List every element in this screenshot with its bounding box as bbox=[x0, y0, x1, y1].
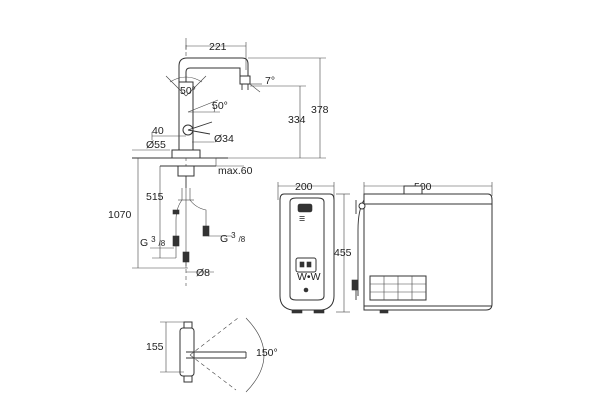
unit-side-view: 500 bbox=[351, 181, 493, 314]
dim-spout-reach: 221 bbox=[209, 41, 227, 53]
dim-front-width: 200 bbox=[295, 181, 313, 193]
dim-height-spout: 334 bbox=[288, 114, 306, 126]
unit-front-view: 200 ≡ W•W bbox=[277, 181, 335, 314]
dim-dia-55: Ø55 bbox=[146, 139, 166, 151]
faucet-drawing: 221 7° 50° 50° 334 378 40 Ø55 Ø34 max.60 bbox=[108, 38, 329, 286]
dim-hose-515: 515 bbox=[146, 191, 164, 203]
dim-thread-left: G 3 /8 bbox=[140, 233, 166, 249]
dim-height-group: 455 bbox=[334, 193, 352, 313]
dim-hose-1070: 1070 bbox=[108, 209, 132, 221]
dim-handle-angle-1: 50° bbox=[180, 85, 196, 97]
swivel-plan-view: 155 150° bbox=[146, 317, 278, 393]
dim-spout-angle: 7° bbox=[265, 75, 275, 87]
panel-logo: ≡ bbox=[299, 213, 305, 225]
dim-offset-40: 40 bbox=[152, 125, 164, 137]
dim-height-total: 378 bbox=[311, 104, 329, 116]
dim-swivel-angle: 150° bbox=[256, 347, 278, 359]
dim-unit-height: 455 bbox=[334, 247, 352, 259]
dim-thread-right: G 3 /8 bbox=[220, 229, 246, 245]
dim-handle-angle-2: 50° bbox=[212, 100, 228, 112]
dim-dia-8: Ø8 bbox=[196, 267, 210, 279]
dim-deck-max: max.60 bbox=[218, 165, 253, 177]
dim-swivel-offset: 155 bbox=[146, 341, 164, 353]
dim-dia-34: Ø34 bbox=[214, 133, 234, 145]
panel-symbol: W•W bbox=[297, 271, 321, 283]
